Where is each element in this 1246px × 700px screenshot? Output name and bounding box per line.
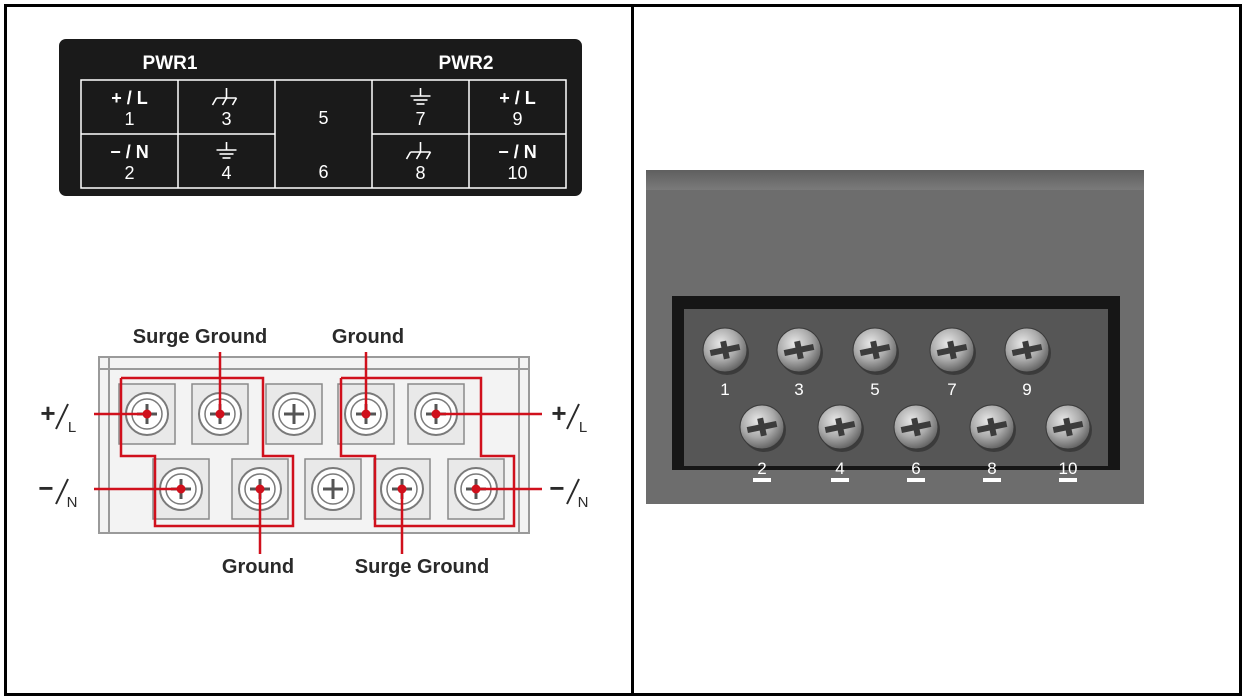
right-panel-photo: 1 3 5 7 9 2 4 6 8 10	[646, 170, 1144, 504]
photo-screw-label: 6	[911, 459, 920, 478]
label-cell-number: 6	[318, 162, 328, 182]
pwr2-label: PWR2	[439, 53, 494, 74]
label-cell-9: + / L9	[499, 88, 536, 129]
label-cell-4: 4	[216, 142, 237, 183]
label-cell-number: 5	[318, 108, 328, 128]
svg-text:L: L	[579, 419, 587, 436]
side-symbol-minus-n-right: − N	[549, 473, 588, 511]
wire-ground-top	[361, 352, 371, 419]
photo-screw-label: 4	[835, 459, 844, 478]
wire-ground-bottom	[255, 484, 265, 554]
photo-screw-7: 7	[929, 327, 976, 399]
side-symbol-minus-n-left: − N	[38, 473, 77, 511]
figure-frame	[4, 4, 1242, 696]
svg-text:+: +	[40, 398, 55, 428]
photo-screw-label: 10	[1059, 459, 1078, 478]
wire-minus-left	[94, 484, 186, 494]
label-cell-number: 1	[124, 109, 134, 129]
label-cell-symbol: − / N	[498, 142, 537, 162]
label-cell-10: − / N10	[498, 142, 537, 183]
label-cell-number: 3	[221, 109, 231, 129]
photo-screw-label: 9	[1022, 380, 1031, 399]
bottom-label-surge-ground: Surge Ground	[355, 556, 489, 578]
photo-screw-5: 5	[852, 327, 899, 399]
side-symbol-plus-l-right: + L	[551, 398, 587, 436]
label-cell-number: 8	[415, 163, 425, 183]
red-outline-right	[339, 376, 516, 528]
label-cell-number: 7	[415, 109, 425, 129]
photo-screw-10: 10	[1045, 404, 1092, 482]
label-cell-8: 8	[405, 142, 432, 183]
terminal-screw-top-3	[265, 383, 323, 445]
svg-text:−: −	[549, 473, 564, 503]
photo-screw-1: 1	[702, 327, 749, 399]
panel-divider	[631, 4, 634, 696]
label-cell-6: 6	[318, 162, 328, 182]
label-cell-number: 2	[124, 163, 134, 183]
photo-screw-label: 8	[987, 459, 996, 478]
label-cell-number: 4	[221, 163, 231, 183]
photo-screw-label: 3	[794, 380, 803, 399]
label-cell-2: − / N2	[110, 142, 149, 183]
label-cell-number: 10	[507, 163, 527, 183]
bottom-label-ground: Ground	[222, 556, 294, 578]
label-cell-7: 7	[410, 88, 431, 129]
photo-screw-3: 3	[776, 327, 823, 399]
red-outline-left	[119, 376, 295, 528]
wiring-diagram: Surge Ground Ground Ground Surge Ground	[38, 326, 588, 578]
side-symbol-plus-l-left: + L	[40, 398, 76, 436]
photo-screw-4: 4	[817, 404, 864, 482]
photo-screw-6: 6	[893, 404, 940, 482]
svg-text:+: +	[551, 398, 566, 428]
pwr1-label: PWR1	[143, 53, 198, 74]
label-cell-symbol: − / N	[110, 142, 149, 162]
wire-plus-left	[94, 409, 152, 419]
top-label-surge-ground: Surge Ground	[133, 326, 267, 348]
label-cell-symbol: + / L	[499, 88, 536, 108]
label-cell-number: 9	[512, 109, 522, 129]
wire-plus-right	[431, 409, 542, 419]
label-cell-1: + / L1	[111, 88, 148, 129]
svg-text:N: N	[67, 494, 78, 511]
photo-terminal-screws: 1 3 5 7 9 2 4 6 8 10	[702, 327, 1092, 482]
label-cell-3: 3	[211, 88, 238, 129]
earth-ground-icon	[216, 142, 237, 159]
top-label-ground: Ground	[332, 326, 404, 348]
frame-ground-icon	[211, 88, 238, 106]
terminal-screw-bottom-3	[304, 458, 362, 520]
photo-screw-label: 2	[757, 459, 766, 478]
frame-ground-icon	[405, 142, 432, 160]
svg-text:L: L	[68, 419, 76, 436]
label-cell-5: 5	[318, 108, 328, 128]
wire-surge-ground-bottom	[397, 484, 407, 554]
photo-screw-label: 5	[870, 380, 879, 399]
photo-screw-8: 8	[969, 404, 1016, 482]
wire-surge-ground-top	[215, 352, 225, 419]
svg-text:−: −	[38, 473, 53, 503]
earth-ground-icon	[410, 88, 431, 105]
photo-screw-2: 2	[739, 404, 786, 482]
label-cell-symbol: + / L	[111, 88, 148, 108]
photo-screw-9: 9	[1004, 327, 1051, 399]
photo-screw-label: 7	[947, 380, 956, 399]
photo-screw-label: 1	[720, 380, 729, 399]
wire-minus-right	[471, 484, 542, 494]
svg-text:N: N	[578, 494, 589, 511]
